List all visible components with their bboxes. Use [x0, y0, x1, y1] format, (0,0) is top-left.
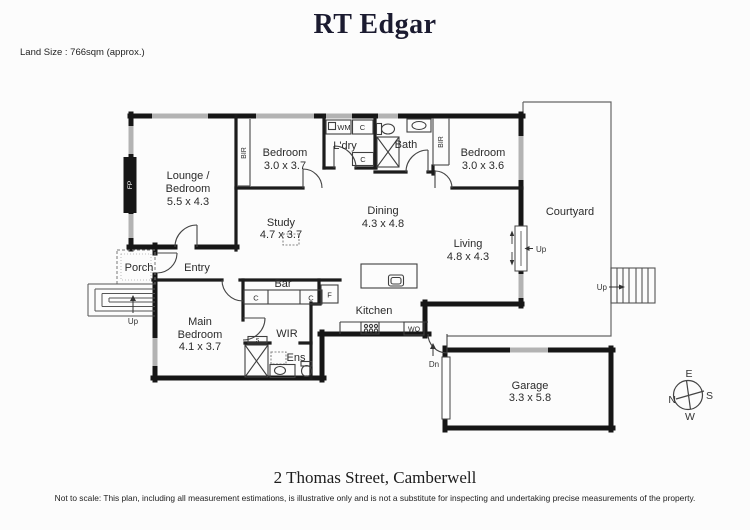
bedroom1-door: [302, 168, 323, 189]
brand-logo: RT Edgar: [313, 9, 437, 40]
windows: [128, 113, 548, 366]
main-bedroom-door: [221, 279, 244, 302]
cupboard-laundry-bottom: [351, 151, 375, 167]
doors: [156, 145, 453, 354]
compass-e: E: [685, 368, 692, 380]
courtyard-stairs-up-label: Up: [597, 283, 608, 292]
label-study: Study: [267, 217, 296, 229]
built-in-robe-1: [237, 119, 251, 187]
shower-ensuite: [244, 344, 269, 378]
label-porch: Porch: [125, 262, 154, 274]
garage-side-door: [441, 356, 451, 420]
front-steps-up-arrow: Up: [128, 295, 139, 326]
property-address: 2 Thomas Street, Camberwell: [273, 468, 477, 487]
down-label: Dn: [429, 360, 439, 369]
toilet-ensuite: [300, 360, 313, 378]
vanity-ensuite: [269, 363, 296, 379]
fridge-label: F: [327, 291, 332, 300]
courtyard-outline: [447, 101, 612, 337]
cupboard-label-3: C: [253, 294, 259, 303]
bar-counter: [243, 289, 323, 305]
label-bedroom1: Bedroom: [263, 147, 308, 159]
cooktop: [360, 321, 380, 335]
down-arrow: Dn: [429, 343, 439, 369]
courtyard-stairs: [610, 267, 656, 304]
bir1-label: BIR: [241, 147, 248, 159]
label-living-dims: 4.8 x 4.3: [447, 251, 489, 263]
label-laundry: L'dry: [333, 140, 357, 152]
label-living: Living: [454, 238, 483, 250]
front-steps: [87, 283, 155, 317]
fridge-box: [320, 284, 339, 304]
disclaimer-text: Not to scale: This plan, including all m…: [54, 493, 696, 503]
wir-door: [242, 317, 266, 341]
label-main-bedroom-dims: 4.1 x 3.7: [179, 341, 221, 353]
label-bath: Bath: [395, 139, 418, 151]
label-study-dims: 4.7 x 3.7: [260, 229, 302, 241]
bedroom2-door: [434, 170, 453, 189]
compass-w: W: [685, 411, 695, 423]
label-garage-dims: 3.3 x 5.8: [509, 392, 551, 404]
compass-n: N: [668, 394, 676, 406]
toilet-bath: [375, 122, 396, 136]
fireplace-label: FP: [127, 181, 134, 189]
wm-label: WM: [337, 123, 350, 132]
washing-machine: [325, 119, 352, 135]
sliding-door-up-label: Up: [536, 245, 547, 254]
island-bench: [360, 263, 418, 289]
compass: E S N W: [668, 368, 713, 423]
label-bedroom2-dims: 3.0 x 3.6: [462, 160, 504, 172]
wall-oven-label: WO: [408, 327, 421, 334]
study-dashed-box: [282, 233, 300, 246]
wall-oven-box: [403, 321, 425, 336]
cupboard-label-1: C: [360, 123, 366, 132]
label-lounge-2: Bedroom: [166, 183, 211, 195]
sliding-door: Up: [509, 225, 547, 272]
porch-door: [156, 252, 178, 274]
label-dining-dims: 4.3 x 4.8: [362, 218, 404, 230]
label-bedroom1-dims: 3.0 x 3.7: [264, 160, 306, 172]
label-wir: WIR: [276, 328, 297, 340]
bir2-label: BIR: [438, 136, 445, 148]
label-ens: Ens: [287, 352, 306, 364]
lounge-door: [174, 224, 198, 248]
laundry-door: [333, 145, 357, 169]
shelf-box: [247, 335, 268, 344]
label-main-bedroom-2: Bedroom: [178, 329, 223, 341]
basin-bath: [406, 118, 432, 133]
label-bedroom2: Bedroom: [461, 147, 506, 159]
cupboard-label-2: C: [360, 155, 366, 164]
built-in-robe-2: [432, 118, 450, 166]
fixtures: [243, 118, 432, 379]
label-lounge-dims: 5.5 x 4.3: [167, 196, 209, 208]
shower-bath: [376, 136, 400, 168]
cupboard-label-4: C: [308, 294, 314, 303]
label-entry: Entry: [184, 262, 210, 274]
front-steps-up-label: Up: [128, 317, 139, 326]
label-garage: Garage: [512, 380, 549, 392]
fixture-labels: WM C C C C F WO s BIR BIR: [241, 123, 445, 344]
label-dining: Dining: [367, 205, 398, 217]
label-courtyard: Courtyard: [546, 206, 594, 218]
room-labels: Lounge / Bedroom 5.5 x 4.3 Bedroom 3.0 x…: [125, 139, 595, 404]
label-lounge-1: Lounge /: [167, 170, 211, 182]
interior-walls: [151, 114, 524, 380]
land-size-label: Land Size : 766sqm (approx.): [20, 47, 145, 58]
fireplace: FP: [123, 157, 137, 213]
label-main-bedroom-1: Main: [188, 316, 212, 328]
label-kitchen: Kitchen: [356, 305, 393, 317]
courtyard-stairs-up-arrow: Up: [597, 283, 625, 292]
cupboard-laundry-top: [351, 119, 374, 135]
compass-s: S: [706, 390, 713, 402]
label-bar: Bar: [274, 278, 291, 290]
shelf-label: s: [256, 337, 260, 344]
ensuite-dashed-box: [270, 351, 287, 365]
bath-door: [405, 149, 429, 173]
